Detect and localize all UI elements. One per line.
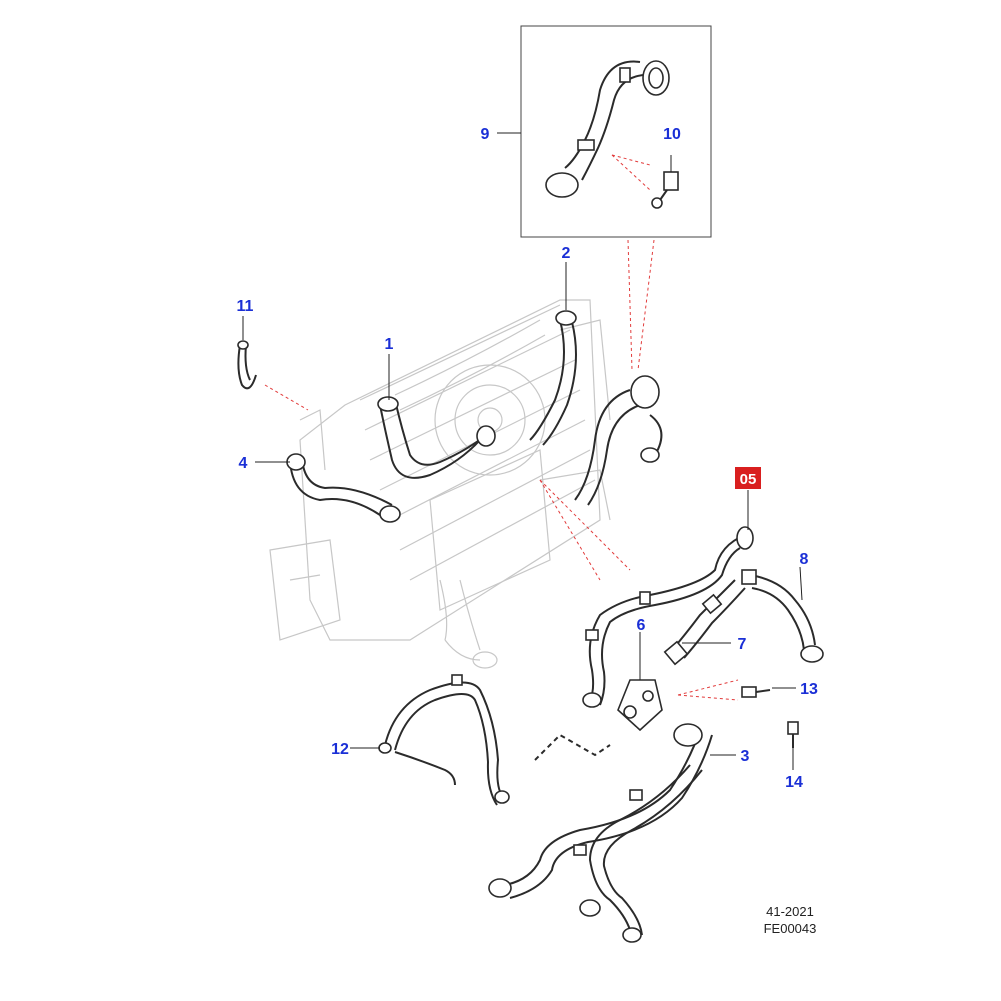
callout-3: 3: [741, 748, 750, 765]
upper-radiator-hose-1: [377, 396, 496, 479]
callout-2: 2: [562, 245, 571, 262]
hose-3: [488, 723, 713, 943]
callout-14: 14: [785, 774, 803, 791]
reference-code: 41-2021: [766, 904, 814, 919]
hose-05: [582, 526, 754, 708]
hose-7: [663, 579, 746, 666]
hose-4: [286, 453, 401, 523]
hose-9-installed: [574, 375, 663, 506]
hose-12: [378, 674, 611, 806]
callout-8: 8: [800, 551, 809, 568]
figure-code: FE00043: [764, 921, 817, 936]
hose-9-detail: [545, 60, 670, 198]
hose-11: [237, 340, 257, 390]
hose-8: [741, 569, 824, 663]
callout-7: 7: [738, 636, 747, 653]
callout-leaders: [242, 132, 803, 770]
callout-10: 10: [663, 126, 681, 143]
callout-1: 1: [385, 336, 394, 353]
red-leader-lines: [264, 239, 739, 701]
callout-05: 05: [740, 471, 757, 488]
hose-2: [529, 310, 577, 446]
callout-05-highlight: [735, 467, 761, 489]
callout-12: 12: [331, 741, 349, 758]
valve-6: [617, 665, 663, 732]
callout-11: 11: [237, 298, 254, 315]
callout-6: 6: [637, 617, 646, 634]
callout-13: 13: [800, 681, 818, 698]
fitting-13: [741, 686, 771, 698]
radiator-assembly-ghost: [269, 299, 611, 669]
fitting-10-detail: [651, 171, 679, 209]
callout-4: 4: [239, 455, 248, 472]
inset-box: [520, 25, 712, 238]
callout-9: 9: [481, 126, 490, 143]
bolt-14: [787, 721, 799, 748]
